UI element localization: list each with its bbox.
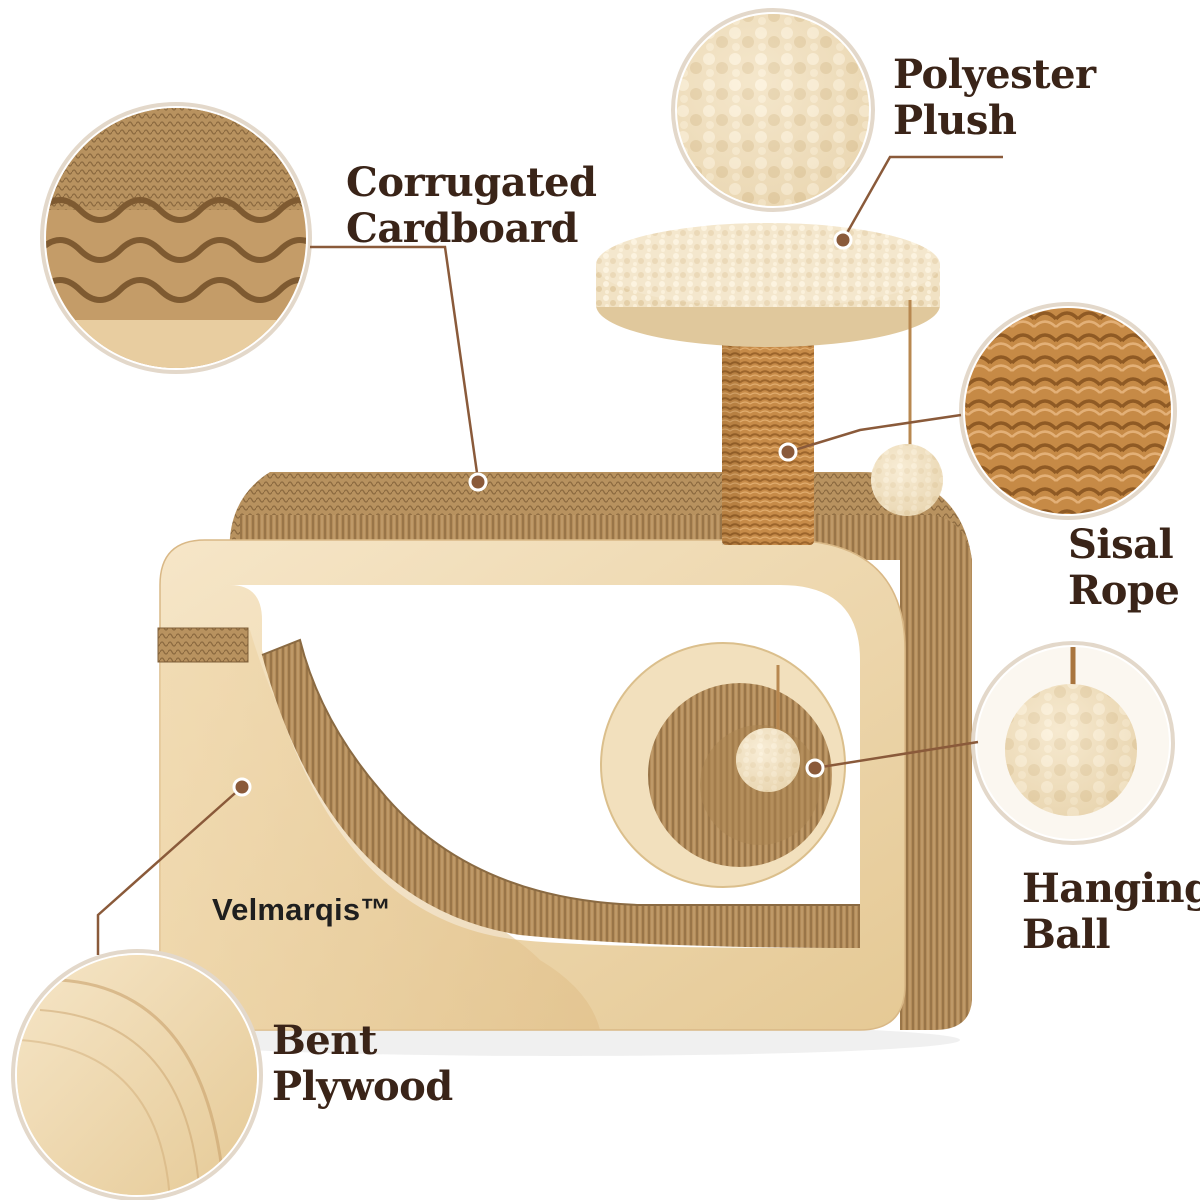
polyester-plush-closeup (671, 8, 875, 212)
sisal-rope-closeup (959, 302, 1177, 520)
leader-endpoints (232, 230, 853, 797)
label-bent-plywood: Bent Plywood (272, 1018, 453, 1110)
tunnel-hanging-ball (736, 665, 800, 792)
label-ball-line1: Hanging (1022, 865, 1200, 912)
leader-lines (96, 155, 1003, 955)
label-plywood-line2: Plywood (272, 1063, 453, 1110)
label-polyester-plush: Polyester Plush (893, 52, 1096, 144)
label-corrugated-line1: Corrugated (346, 159, 597, 206)
bent-plywood-closeup (11, 949, 263, 1200)
label-plush-line1: Polyester (893, 51, 1096, 98)
platform-hanging-ball (871, 300, 943, 516)
brand-logo-text: Velmarqis™ (212, 892, 392, 927)
label-sisal-line2: Rope (1068, 567, 1180, 614)
label-corrugated-line2: Cardboard (346, 205, 578, 252)
plush-platform (596, 223, 940, 347)
label-sisal-line1: Sisal (1068, 521, 1174, 568)
hanging-ball-closeup (971, 641, 1175, 845)
corrugated-cardboard-closeup (40, 102, 312, 374)
label-ball-line2: Ball (1022, 911, 1111, 958)
label-hanging-ball: Hanging Ball (1022, 866, 1200, 958)
sisal-post (722, 300, 814, 545)
label-plywood-line1: Bent (272, 1017, 377, 1064)
curved-scratch-ramp (261, 638, 860, 948)
label-plush-line2: Plush (893, 97, 1017, 144)
label-corrugated-cardboard: Corrugated Cardboard (346, 160, 597, 252)
label-sisal-rope: Sisal Rope (1068, 521, 1180, 614)
